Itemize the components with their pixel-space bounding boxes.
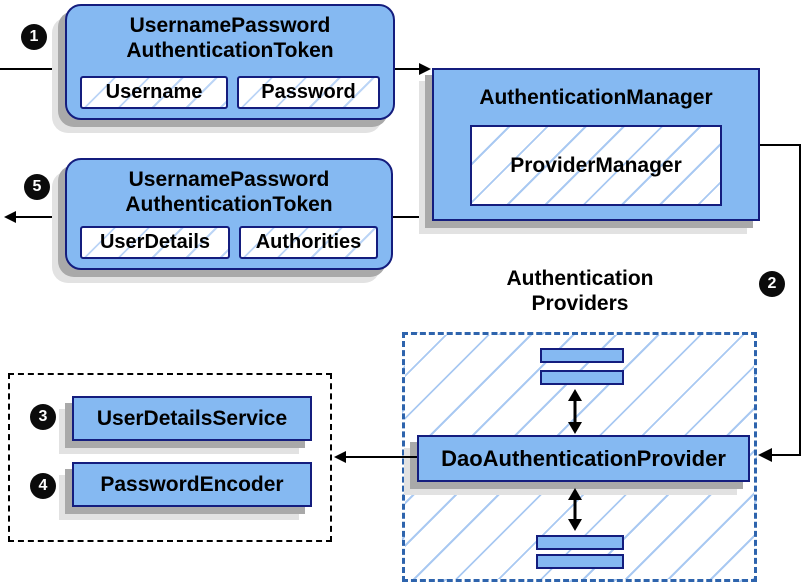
node-dao-authentication-provider: DaoAuthenticationProvider — [417, 435, 750, 482]
field-password: Password — [237, 76, 380, 109]
step-badge-1: 1 — [21, 24, 47, 50]
node-response-token: UsernamePassword AuthenticationToken Use… — [65, 158, 393, 270]
request-flow-arrowhead — [419, 63, 431, 75]
providers-heading-line2: Providers — [531, 292, 629, 315]
dao-to-beans-arrowhead — [334, 451, 346, 463]
manager-to-dao-arrowhead — [758, 448, 772, 462]
providers-heading-line1: Authentication — [506, 267, 654, 290]
providers-heading: Authentication Providers — [450, 266, 710, 316]
request-token-title-line1: UsernamePassword — [129, 14, 331, 37]
node-request-token: UsernamePassword AuthenticationToken Use… — [65, 4, 395, 120]
authentication-manager-label: AuthenticationManager — [479, 86, 713, 109]
response-token-title: UsernamePassword AuthenticationToken — [67, 167, 391, 217]
node-provider-manager: ProviderManager — [470, 125, 722, 206]
step-badge-4: 4 — [30, 473, 56, 499]
step-badge-2: 2 — [759, 271, 785, 297]
response-token-title-line2: AuthenticationToken — [125, 193, 333, 216]
provider-bar — [536, 554, 624, 569]
field-username: Username — [80, 76, 228, 109]
response-token-title-line1: UsernamePassword — [128, 168, 330, 191]
request-token-fields: Username Password — [80, 76, 380, 109]
node-user-details-service: UserDetailsService — [72, 396, 312, 441]
provider-bar — [536, 535, 624, 550]
field-authorities: Authorities — [239, 226, 378, 259]
response-flow-arrowhead — [4, 211, 16, 223]
step-badge-5: 5 — [24, 174, 50, 200]
provider-bar — [540, 370, 624, 385]
manager-to-dao-line — [760, 144, 801, 456]
step-badge-3: 3 — [30, 404, 56, 430]
request-token-title: UsernamePassword AuthenticationToken — [67, 13, 393, 63]
node-authentication-manager: AuthenticationManager ProviderManager — [432, 68, 760, 221]
field-userdetails: UserDetails — [80, 226, 230, 259]
response-token-fields: UserDetails Authorities — [80, 226, 378, 259]
provider-bar — [540, 348, 624, 363]
request-token-title-line2: AuthenticationToken — [126, 39, 334, 62]
node-password-encoder: PasswordEncoder — [72, 462, 312, 507]
